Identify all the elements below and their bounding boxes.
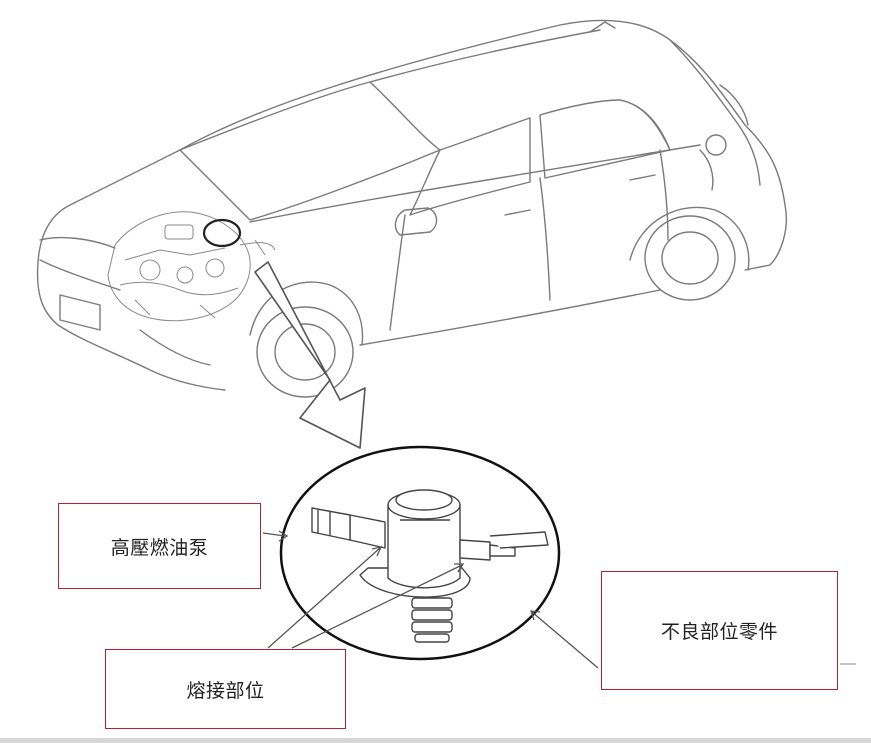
pump-location-highlight bbox=[202, 218, 242, 248]
weld-location-label-box: 熔接部位 bbox=[105, 649, 346, 729]
bottom-divider bbox=[0, 738, 871, 743]
car-illustration bbox=[36, 19, 787, 398]
high-pressure-pump-label: 高壓燃油泵 bbox=[110, 536, 209, 559]
defect-part-label-box: 不良部位零件 bbox=[601, 571, 838, 690]
engine-illustration bbox=[107, 211, 276, 322]
weld-location-label: 熔接部位 bbox=[186, 679, 265, 702]
fuel-pump-illustration bbox=[311, 489, 549, 643]
arrow-icon bbox=[254, 261, 366, 449]
high-pressure-pump-label-box: 高壓燃油泵 bbox=[58, 503, 261, 589]
leader-lines bbox=[262, 530, 599, 669]
defect-part-label: 不良部位零件 bbox=[660, 621, 778, 643]
